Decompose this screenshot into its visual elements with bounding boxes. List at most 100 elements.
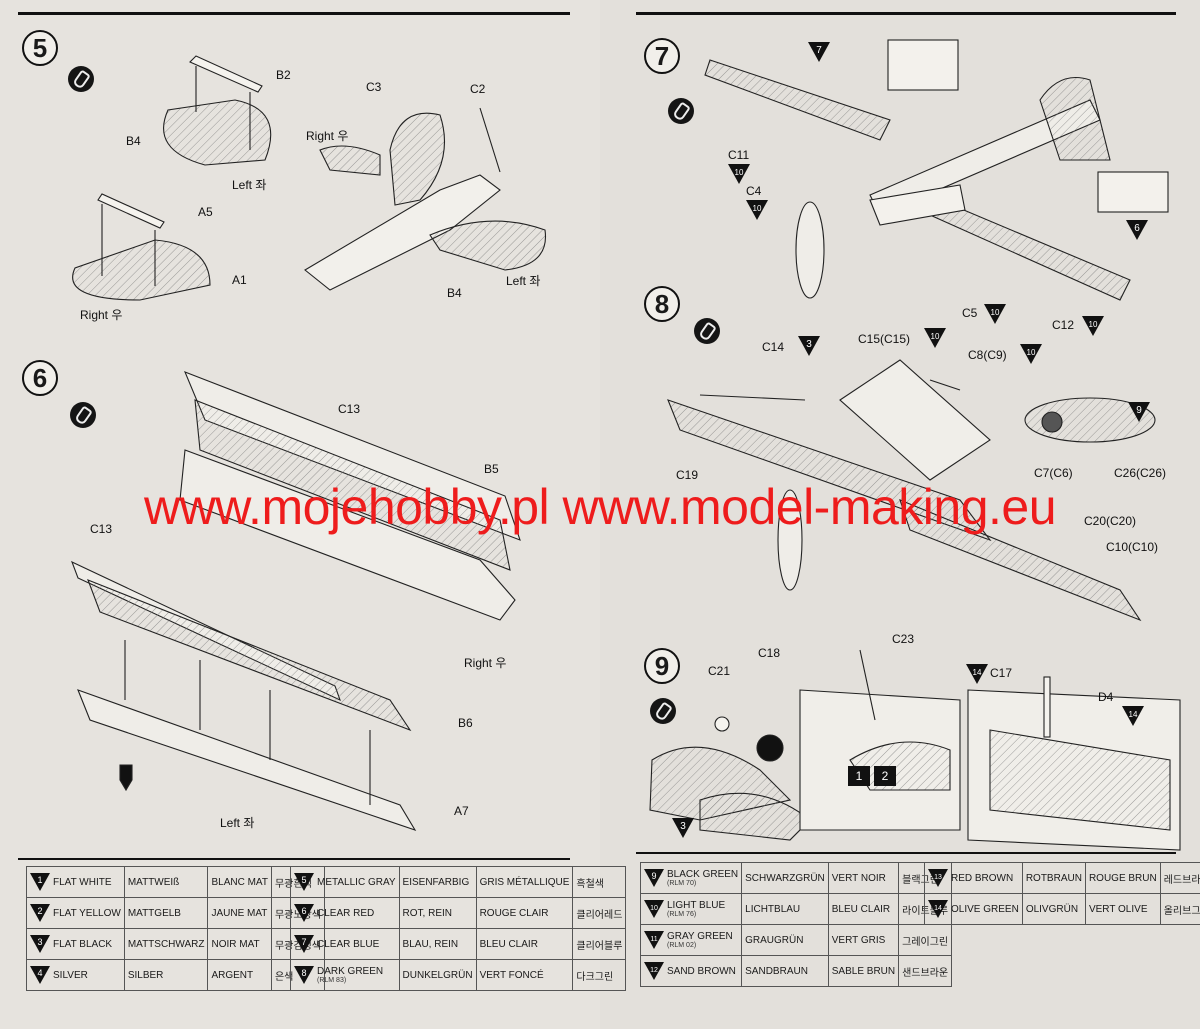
paint-name-fr: BLANC MAT bbox=[207, 866, 272, 898]
part-label-d4: D4 bbox=[1098, 690, 1114, 704]
part-label-c3: C3 bbox=[366, 80, 382, 94]
paint-rlm-code: (RLM 02) bbox=[667, 942, 697, 949]
svg-text:14: 14 bbox=[1129, 710, 1138, 719]
color-badge-10: 10 bbox=[1020, 344, 1042, 364]
svg-text:13: 13 bbox=[934, 874, 942, 881]
paint-name-en: GRAY GREEN bbox=[667, 931, 733, 942]
paint-rlm-code: (RLM 70) bbox=[667, 880, 697, 887]
part-label-c23: C23 bbox=[892, 632, 915, 646]
color-code-badge: 7 bbox=[294, 935, 314, 953]
part-label-c15: C15(C15) bbox=[858, 332, 911, 346]
color-badge-9: 9 bbox=[1128, 402, 1150, 422]
paint-name-ko: 클리어레드 bbox=[572, 897, 627, 929]
paint-name-de: EISENFARBIG bbox=[398, 866, 477, 898]
paint-name-en: RED BROWN bbox=[951, 872, 1014, 884]
color-badge-1: 1 bbox=[848, 766, 870, 786]
paint-name-en: METALLIC GRAY bbox=[317, 876, 396, 888]
side-label-right: Right 우 bbox=[464, 656, 507, 670]
table-rule-left bbox=[18, 858, 570, 860]
paint-rlm-code: (RLM 83) bbox=[317, 977, 347, 984]
step-5-number: 5 bbox=[22, 30, 58, 66]
svg-text:10: 10 bbox=[735, 168, 744, 177]
svg-text:8: 8 bbox=[301, 968, 306, 978]
color-code-badge: 5 bbox=[294, 873, 314, 891]
part-label-c18: C18 bbox=[758, 646, 781, 660]
paint-name-de: SANDBRAUN bbox=[741, 955, 829, 987]
part-label-b6: B6 bbox=[458, 716, 473, 730]
part-label-c13: C13 bbox=[338, 402, 361, 416]
svg-text:7: 7 bbox=[301, 937, 306, 947]
paint-name-cell: 9 BLACK GREEN(RLM 70) bbox=[639, 862, 743, 894]
watermark-text: www.mojehobby.pl www.model-making.eu bbox=[143, 479, 1057, 535]
paint-name-de: MATTWEIß bbox=[123, 866, 209, 898]
color-code-badge: 6 bbox=[294, 904, 314, 922]
part-label-c21: C21 bbox=[708, 664, 731, 678]
side-label-left: Left 좌 bbox=[232, 178, 267, 192]
part-label-c10: C10(C10) bbox=[1106, 540, 1159, 554]
color-code-badge: 1 bbox=[30, 873, 50, 891]
side-label-left: Left 좌 bbox=[506, 274, 541, 288]
svg-text:9: 9 bbox=[651, 871, 656, 881]
svg-text:3: 3 bbox=[806, 339, 812, 350]
cement-icon bbox=[70, 402, 96, 428]
paint-name-de: ROT, REIN bbox=[398, 897, 477, 929]
side-label-right: Right 우 bbox=[306, 129, 349, 143]
paint-name-de: DUNKELGRÜN bbox=[398, 959, 477, 991]
part-label-b5: B5 bbox=[484, 462, 499, 476]
color-code-badge: 10 bbox=[644, 900, 664, 918]
paint-name-fr: BLEU CLAIR bbox=[827, 893, 900, 925]
color-badge-7: 7 bbox=[808, 42, 830, 62]
part-label-c13: C13 bbox=[90, 522, 113, 536]
paint-name-ko: 올리브그린 bbox=[1159, 893, 1200, 925]
cement-icon bbox=[68, 66, 94, 92]
paint-name-en: SILVER bbox=[53, 969, 88, 981]
color-code-badge: 3 bbox=[30, 935, 50, 953]
svg-text:14: 14 bbox=[934, 905, 942, 912]
color-badge-2: 2 bbox=[874, 766, 896, 786]
paint-name-ko: 흑철색 bbox=[572, 866, 627, 898]
color-code-badge: 14 bbox=[928, 900, 948, 918]
paint-name-en: BLACK GREEN bbox=[667, 869, 739, 880]
paint-name-fr: ROUGE BRUN bbox=[1084, 862, 1161, 894]
svg-text:10: 10 bbox=[931, 332, 940, 341]
part-label-a1: A1 bbox=[232, 273, 247, 287]
part-label-c12: C12 bbox=[1052, 318, 1075, 332]
step-9-number: 9 bbox=[644, 648, 680, 684]
color-badge-10: 10 bbox=[924, 328, 946, 348]
paint-name-fr: SABLE BRUN bbox=[827, 955, 900, 987]
paint-name-fr: ARGENT bbox=[207, 959, 272, 991]
color-code-badge: 2 bbox=[30, 904, 50, 922]
svg-text:1: 1 bbox=[37, 875, 42, 885]
paint-name-en: LIGHT BLUE bbox=[667, 900, 726, 911]
paint-name-ko: 클리어블루 bbox=[572, 928, 627, 960]
color-code-badge: 8 bbox=[294, 966, 314, 984]
paint-name-fr: BLEU CLAIR bbox=[475, 928, 574, 960]
cement-icon bbox=[668, 98, 694, 124]
paint-name-fr: VERT NOIR bbox=[827, 862, 900, 894]
svg-text:6: 6 bbox=[301, 906, 306, 916]
part-label-b4: B4 bbox=[447, 286, 462, 300]
svg-text:6: 6 bbox=[1134, 223, 1140, 234]
svg-text:9: 9 bbox=[1136, 405, 1142, 416]
color-badge-3: 3 bbox=[798, 336, 820, 356]
paint-name-en: FLAT BLACK bbox=[53, 938, 113, 950]
svg-text:10: 10 bbox=[1089, 320, 1098, 329]
